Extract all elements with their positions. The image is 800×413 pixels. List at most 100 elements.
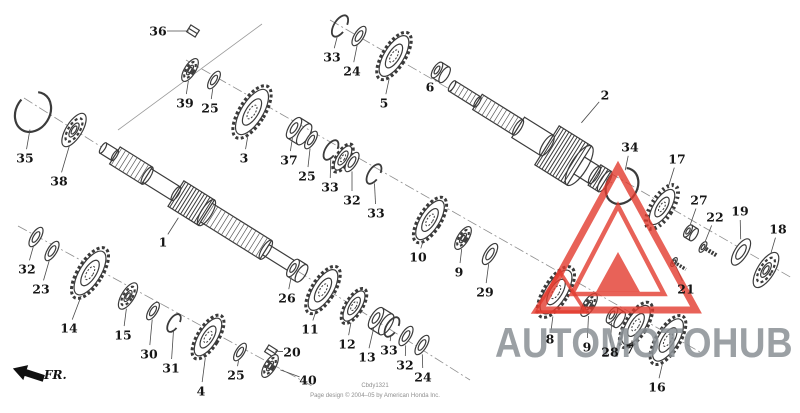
- callout-10: 10: [409, 249, 427, 265]
- part-25-washer: [207, 70, 221, 90]
- part-33-ring: [383, 316, 401, 338]
- callout-25: 25: [298, 168, 316, 184]
- callout-22: 22: [706, 209, 724, 225]
- callout-33: 33: [321, 179, 339, 195]
- callout-39: 39: [176, 95, 194, 111]
- part-3-gear: [231, 84, 273, 140]
- callout-40: 40: [299, 372, 317, 388]
- callout-13: 13: [358, 349, 376, 365]
- callout-8: 8: [545, 331, 555, 347]
- callout-32: 32: [343, 192, 361, 208]
- part-14-gear: [69, 246, 111, 300]
- part-24-washer: [414, 334, 430, 356]
- part-33-ring: [322, 139, 340, 161]
- part-36-clip: [185, 24, 201, 38]
- callout-36: 36: [149, 23, 167, 39]
- part-24-washer: [351, 25, 367, 47]
- part-26-bushing: [286, 258, 309, 283]
- callout-25: 25: [201, 100, 219, 116]
- part-13-bushing: [367, 306, 395, 336]
- part-4-gear: [190, 313, 226, 361]
- callout-38: 38: [50, 173, 68, 189]
- part-35-snap: [13, 90, 53, 134]
- part-29-washer: [481, 242, 499, 266]
- shafts: [98, 80, 613, 274]
- fr-indicator: FR.: [12, 365, 67, 382]
- callout-34: 34: [621, 139, 639, 155]
- callout-18: 18: [769, 221, 787, 237]
- part-16-gear: [648, 313, 688, 367]
- callout-14: 14: [60, 320, 78, 336]
- logo-triangle-outer: [534, 160, 702, 314]
- callout-21: 21: [677, 281, 695, 297]
- callout-33: 33: [367, 205, 385, 221]
- callout-30: 30: [140, 346, 158, 362]
- fr-arrow-icon: [12, 365, 45, 382]
- callout-19: 19: [731, 203, 749, 219]
- callout-24: 24: [414, 369, 432, 385]
- part-23-washer: [44, 240, 60, 262]
- logo-triangle-center: [596, 252, 640, 292]
- callout-9: 9: [454, 264, 464, 280]
- part-22-bolt: [698, 241, 719, 258]
- footer-copyright: Page design © 2004–05 by American Honda …: [310, 392, 440, 399]
- fr-label: FR.: [43, 368, 67, 382]
- callout-5: 5: [379, 95, 389, 111]
- callout-33: 33: [323, 49, 341, 65]
- part-6-bushing: [430, 61, 451, 84]
- part-25-washer: [233, 342, 247, 362]
- automotohub-watermark: AUTOMOTOHUB: [495, 160, 793, 366]
- callout-17: 17: [668, 151, 686, 167]
- part-37-bushing: [285, 116, 313, 146]
- callout-31: 31: [162, 360, 180, 376]
- callout-1: 1: [158, 234, 168, 250]
- part-9-bearing: [454, 226, 472, 250]
- callout-9: 9: [582, 339, 592, 355]
- part-5-gear: [375, 30, 413, 82]
- part-25-washer: [304, 130, 318, 150]
- callout-33: 33: [380, 342, 398, 358]
- callout-29: 29: [476, 284, 494, 300]
- footer-code: Cbdy1321: [361, 382, 389, 389]
- shaft-mainshaft: [447, 80, 613, 193]
- callout-16: 16: [648, 379, 666, 395]
- part-33-ring: [365, 163, 383, 185]
- callout-3: 3: [239, 150, 249, 166]
- leader-lines: [26, 30, 776, 383]
- part-38-bearing: [61, 112, 87, 148]
- shaft-countershaft: [98, 142, 299, 274]
- part-18-bearing: [752, 251, 780, 289]
- callout-24: 24: [343, 63, 361, 79]
- part-7-gear: [617, 300, 655, 350]
- part-deco-gear: [331, 142, 355, 174]
- part-40-bearing: [261, 354, 279, 378]
- callout-25: 25: [227, 367, 245, 383]
- callout-32: 32: [18, 261, 36, 277]
- callout-20: 20: [283, 344, 301, 360]
- part-27-bushing: [682, 224, 700, 242]
- callout-4: 4: [196, 383, 206, 399]
- part-31-ring: [166, 313, 182, 333]
- callout-37: 37: [280, 152, 298, 168]
- logo-triangle-small: [530, 268, 590, 314]
- part-12-gear: [339, 286, 369, 326]
- part-32-washer: [398, 325, 414, 347]
- logo-triangle-inner: [568, 201, 668, 297]
- callout-2: 2: [600, 87, 610, 103]
- part-15-bearing: [117, 282, 139, 310]
- callout-15: 15: [114, 327, 132, 343]
- callout-26: 26: [278, 290, 296, 306]
- callout-7: 7: [625, 341, 635, 357]
- part-30-washer: [146, 301, 160, 321]
- part-39-bearing: [181, 58, 199, 82]
- part-11-gear: [304, 264, 342, 316]
- watermark-text: AUTOMOTOHUB: [495, 319, 793, 366]
- callout-12: 12: [338, 336, 356, 352]
- callout-23: 23: [32, 281, 50, 297]
- part-33-ring: [330, 14, 350, 38]
- footer-note: Cbdy1321 Page design © 2004–05 by Americ…: [310, 381, 440, 401]
- part-32-washer: [28, 226, 44, 248]
- part-32-washer: [344, 151, 360, 173]
